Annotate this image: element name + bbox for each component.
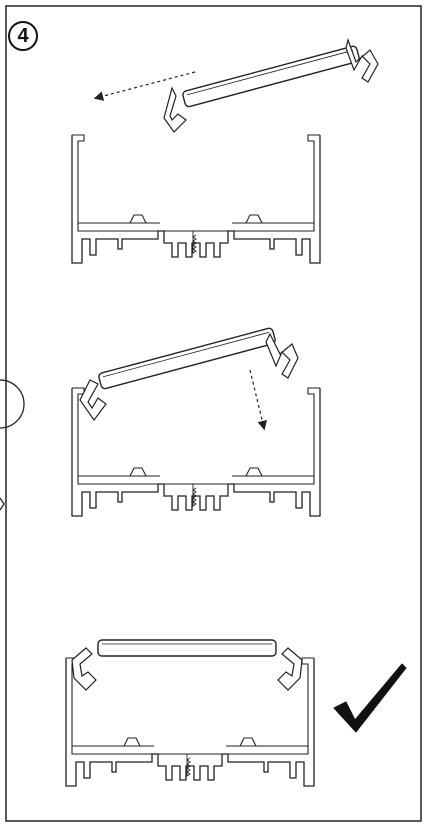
spring-clip-left-2 (79, 379, 107, 422)
page-frame (5, 5, 422, 822)
diffuser-1 (182, 45, 360, 108)
spring-clip-right-3 (277, 647, 303, 691)
spring-clip-left-1 (163, 86, 187, 133)
diffuser-2 (98, 327, 276, 390)
stage-2-insert (0, 327, 321, 517)
stage-3-done (65, 639, 407, 787)
extrusion-profile-3 (65, 657, 315, 787)
spring-clip-right-2 (265, 332, 299, 379)
checkmark-icon (333, 663, 407, 733)
stage-1-lift (71, 37, 379, 264)
step-number: 4 (17, 24, 29, 47)
diffuser-3 (97, 639, 277, 657)
extrusion-profile-2 (71, 387, 321, 517)
cropped-callout-circle (0, 379, 25, 429)
dashed-arrow-icon (93, 71, 196, 101)
extrusion-profile-1 (71, 134, 321, 264)
spring-clip-right-1 (345, 37, 379, 83)
step-number-badge: 4 (8, 21, 38, 51)
cropped-callout-mark (0, 497, 5, 511)
dashed-arrow-icon (249, 369, 267, 431)
spring-clip-left-3 (71, 647, 97, 691)
